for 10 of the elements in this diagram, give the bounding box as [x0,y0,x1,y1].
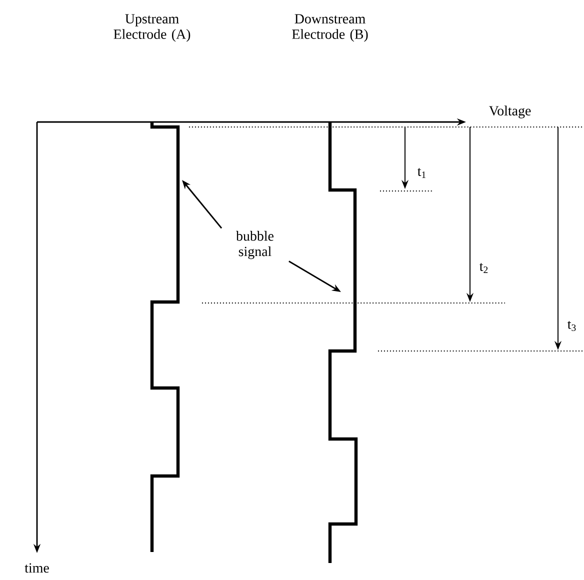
axis-label: time [24,563,49,573]
signal-trace [328,122,358,563]
electrode-label: Downstream Electrode (B) [292,14,368,42]
interval-label: t$_{3}$ [568,320,576,332]
axis-label: Voltage [488,106,531,118]
interval-label: t$_{2}$ [480,262,488,273]
interval-label: t$_{1}$ [418,168,426,178]
electrode-label: Upstream Electrode (A) [114,14,190,42]
callout-text: bubble signal [236,230,274,260]
signal-trace [150,122,180,552]
